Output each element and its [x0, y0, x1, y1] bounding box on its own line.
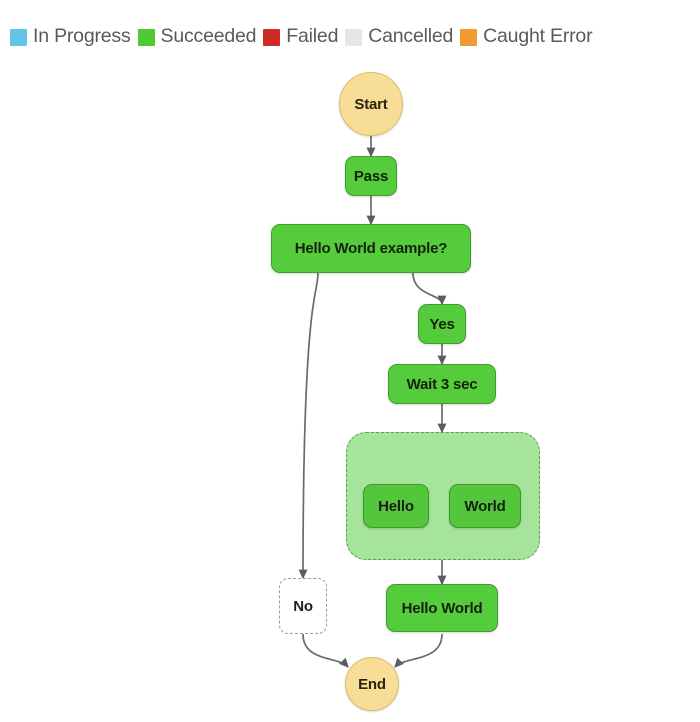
legend-item-failed: Failed: [263, 27, 338, 47]
node-hello-label: Hello: [378, 497, 414, 515]
legend-item-cancelled: Cancelled: [345, 27, 453, 47]
execution-status-legend: In Progress Succeeded Failed Cancelled C…: [10, 24, 694, 50]
legend-label-succeeded: Succeeded: [160, 25, 257, 48]
node-start-label: Start: [354, 95, 388, 113]
node-wait-3-sec[interactable]: Wait 3 sec: [388, 364, 496, 404]
legend-swatch-in-progress: [10, 28, 27, 46]
node-yes-label: Yes: [429, 315, 455, 333]
legend-swatch-succeeded: [137, 28, 155, 46]
node-pass-label: Pass: [353, 167, 389, 185]
legend-item-succeeded: Succeeded: [137, 25, 257, 48]
node-hello-world-example-choice[interactable]: Hello World example?: [271, 224, 471, 273]
legend-item-caught-error: Caught Error: [460, 25, 593, 48]
legend-swatch-caught-error: [460, 28, 478, 46]
node-no[interactable]: No: [279, 578, 327, 634]
node-hello-world-label: Hello World: [401, 599, 483, 617]
node-yes[interactable]: Yes: [418, 304, 466, 344]
node-hello-world[interactable]: Hello World: [386, 584, 498, 632]
node-no-label: No: [293, 597, 313, 615]
legend-label-in-progress: In Progress: [33, 25, 131, 48]
node-pass[interactable]: Pass: [345, 156, 397, 196]
node-wait-label: Wait 3 sec: [406, 375, 478, 393]
workflow-graph[interactable]: Start Pass Hello World example? Yes Wait…: [0, 56, 700, 722]
node-end-label: End: [358, 675, 386, 693]
edge-choice-to-no: [298, 272, 319, 580]
node-end[interactable]: End: [345, 657, 399, 711]
node-start[interactable]: Start: [339, 72, 403, 136]
legend-label-caught-error: Caught Error: [483, 25, 593, 48]
node-hello[interactable]: Hello: [363, 484, 429, 528]
node-world[interactable]: World: [449, 484, 521, 528]
legend-swatch-cancelled: [345, 28, 363, 46]
node-choice-label: Hello World example?: [294, 240, 448, 257]
legend-label-failed: Failed: [286, 25, 339, 48]
edge-hello-world-to-end: [394, 633, 443, 668]
legend-label-cancelled: Cancelled: [368, 25, 454, 48]
node-world-label: World: [464, 497, 506, 515]
edge-no-to-end: [302, 633, 349, 668]
legend-swatch-failed: [263, 28, 281, 46]
legend-item-in-progress: In Progress: [10, 27, 131, 47]
edge-choice-to-yes: [412, 272, 447, 306]
